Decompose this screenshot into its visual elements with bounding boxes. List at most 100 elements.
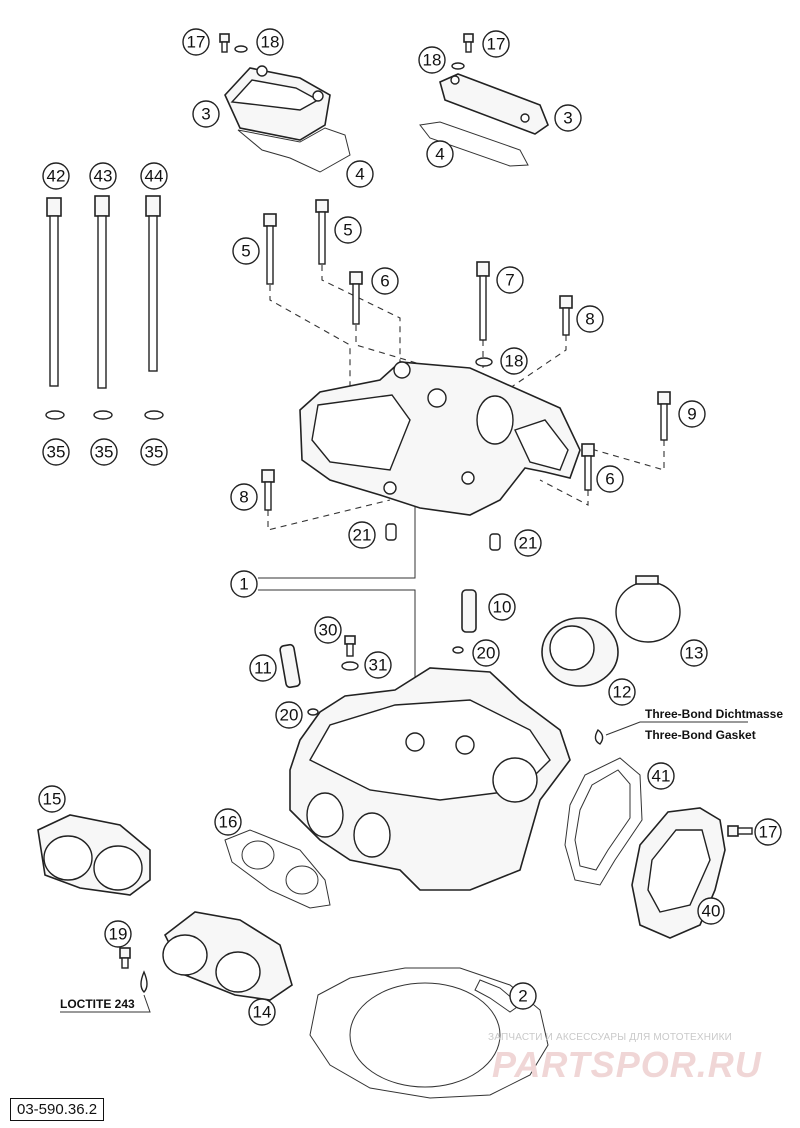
valve-cover-gasket-left (237, 127, 351, 173)
callout-44: 44 (140, 162, 168, 190)
callout-6: 6 (371, 267, 399, 295)
head-gasket-2 (309, 967, 549, 1099)
cover-screw-left (219, 33, 248, 53)
callout-6: 6 (596, 465, 624, 493)
bolt-5-right (315, 199, 329, 265)
callout-43: 43 (89, 162, 117, 190)
svg-text:15: 15 (43, 790, 62, 809)
callout-19: 19 (104, 920, 132, 948)
callout-5: 5 (232, 237, 260, 265)
valve-cover-gasket-right (419, 121, 529, 167)
callout-20: 20 (275, 701, 303, 729)
svg-text:9: 9 (687, 405, 696, 424)
svg-text:3: 3 (563, 109, 572, 128)
three-bond-note-en: Three-Bond Gasket (645, 728, 756, 742)
callout-30: 30 (314, 616, 342, 644)
svg-text:4: 4 (435, 145, 444, 164)
callout-35: 35 (42, 438, 70, 466)
screw-30 (344, 635, 356, 657)
callout-35: 35 (140, 438, 168, 466)
callout-10: 10 (488, 593, 516, 621)
svg-text:4: 4 (355, 165, 364, 184)
callout-21: 21 (514, 529, 542, 557)
callout-3: 3 (554, 104, 582, 132)
seal-20-left (307, 708, 319, 716)
callout-20: 20 (472, 639, 500, 667)
bolt-5-left (263, 213, 277, 285)
svg-text:30: 30 (319, 621, 338, 640)
svg-text:21: 21 (519, 534, 538, 553)
callouts: 17 18 3 4 18 17 3 4 42 43 44 35 35 35 5 … (38, 28, 782, 1026)
svg-text:18: 18 (505, 352, 524, 371)
svg-text:8: 8 (239, 488, 248, 507)
svg-text:16: 16 (219, 813, 238, 832)
svg-text:40: 40 (702, 902, 721, 921)
callout-4: 4 (346, 160, 374, 188)
svg-text:2: 2 (518, 987, 527, 1006)
svg-text:21: 21 (353, 526, 372, 545)
callout-17: 17 (754, 818, 782, 846)
dowel-pin-21-left (385, 523, 397, 541)
callout-5: 5 (334, 216, 362, 244)
watermark-logo: PARTSPOR.RU (492, 1044, 762, 1085)
svg-text:44: 44 (145, 167, 164, 186)
valve-cover-left (224, 65, 331, 141)
bolt-8-upper (559, 295, 573, 336)
callout-18: 18 (418, 46, 446, 74)
callout-11: 11 (249, 654, 277, 682)
svg-text:35: 35 (95, 443, 114, 462)
valve-cover-right (439, 73, 549, 135)
svg-text:6: 6 (605, 470, 614, 489)
svg-text:5: 5 (241, 242, 250, 261)
callout-35: 35 (90, 438, 118, 466)
exhaust-gasket-16 (224, 829, 331, 909)
watermark-caption: ЗАПЧАСТИ И АКСЕССУАРЫ ДЛЯ МОТОТЕХНИКИ (488, 1032, 733, 1043)
callout-18: 18 (256, 28, 284, 56)
valve-guide-10 (461, 589, 477, 633)
svg-text:3: 3 (201, 105, 210, 124)
valve-guide-11 (279, 643, 301, 689)
callout-12: 12 (608, 678, 636, 706)
seal-20-right (452, 646, 464, 654)
three-bond-leader (605, 721, 748, 736)
svg-text:17: 17 (187, 33, 206, 52)
callout-17: 17 (182, 28, 210, 56)
callout-13: 13 (680, 639, 708, 667)
cover-screw-right (451, 33, 474, 70)
screw-19 (119, 947, 131, 969)
svg-text:42: 42 (47, 167, 66, 186)
camshaft-carrier (299, 361, 581, 516)
svg-text:31: 31 (369, 656, 388, 675)
svg-text:43: 43 (94, 167, 113, 186)
callout-1: 1 (230, 570, 258, 598)
svg-text:18: 18 (261, 33, 280, 52)
callout-7: 7 (496, 266, 524, 294)
svg-text:5: 5 (343, 221, 352, 240)
exhaust-flange-14 (162, 911, 293, 1001)
svg-text:20: 20 (280, 706, 299, 725)
svg-text:18: 18 (423, 51, 442, 70)
callout-4: 4 (426, 140, 454, 168)
callout-21: 21 (348, 521, 376, 549)
cover-gasket-41 (564, 757, 643, 886)
washer-18 (475, 357, 493, 367)
svg-text:19: 19 (109, 925, 128, 944)
svg-text:12: 12 (613, 683, 632, 702)
screw-17-cover (727, 825, 753, 837)
washer-31 (341, 661, 359, 671)
callout-41: 41 (647, 762, 675, 790)
svg-text:41: 41 (652, 767, 671, 786)
svg-text:1: 1 (239, 575, 248, 594)
callout-8: 8 (230, 483, 258, 511)
intake-rubber-12 (541, 617, 619, 687)
svg-text:35: 35 (47, 443, 66, 462)
head-bolt-42 (45, 197, 65, 420)
head-bolt-44 (144, 195, 164, 420)
svg-text:7: 7 (505, 271, 514, 290)
svg-text:14: 14 (253, 1003, 272, 1022)
bolt-6-upper (349, 271, 363, 325)
svg-text:10: 10 (493, 598, 512, 617)
svg-text:20: 20 (477, 644, 496, 663)
sealant-drop (594, 728, 604, 745)
callout-8: 8 (576, 305, 604, 333)
